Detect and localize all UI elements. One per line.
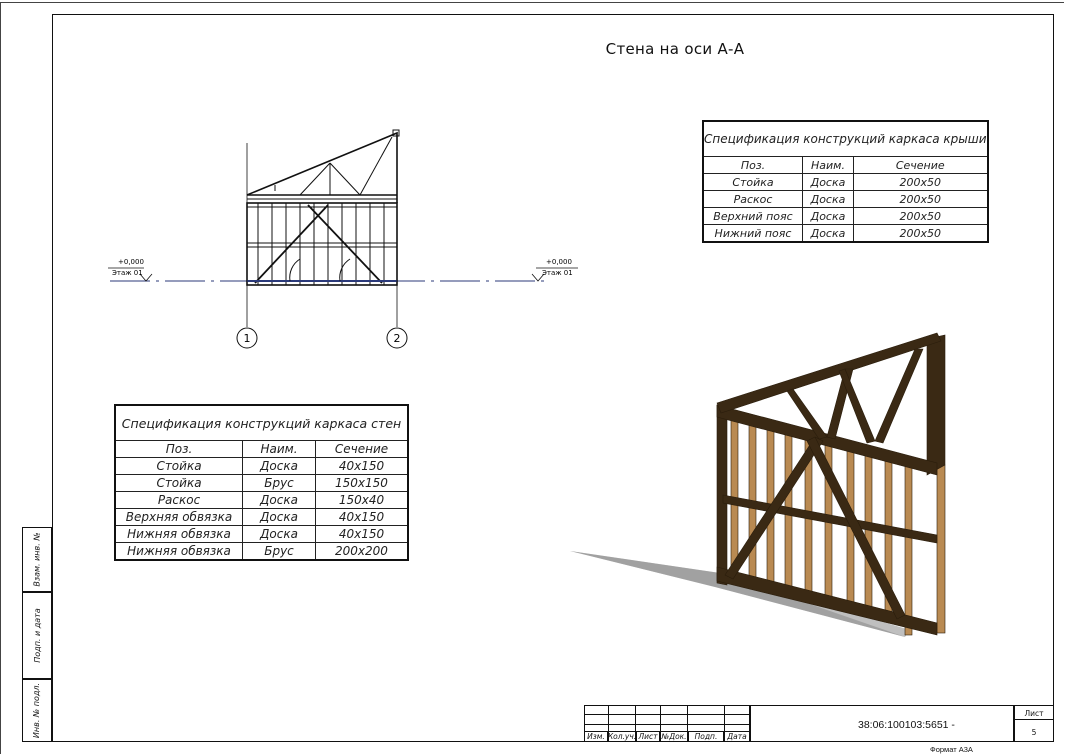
grid-axis-bubble xyxy=(236,327,258,349)
sheet-number: 5 xyxy=(1031,727,1037,737)
table-cell: Стойка xyxy=(114,457,243,475)
table-cell: 200х50 xyxy=(852,224,989,243)
table-cell: Доска xyxy=(242,491,316,509)
table-cell: 40х150 xyxy=(315,508,409,526)
tb-col-label: №Док. xyxy=(660,731,688,742)
roof-spec-table: Спецификация конструкций каркаса крыши П… xyxy=(702,120,989,243)
title-block: Изм. Кол.уч. Лист №Док. Подп. Дата Лист … xyxy=(584,705,1054,742)
grid-axis-label: 2 xyxy=(394,332,401,345)
wall-spec-table: Спецификация конструкций каркаса стен По… xyxy=(114,404,409,561)
wall-frame-3d-view xyxy=(570,332,946,637)
table-cell: 150х40 xyxy=(315,491,409,509)
table-cell: Доска xyxy=(802,173,854,191)
table-cell: Стойка xyxy=(114,474,243,492)
table-header: Поз. xyxy=(114,440,243,458)
table-row: Нижняя обвязка Доска 40х150 xyxy=(114,525,409,543)
table-cell: Доска xyxy=(242,457,316,475)
table-header: Наим. xyxy=(242,440,316,458)
level-value-left: +0,000 xyxy=(118,258,144,266)
level-name-right: Этаж 01 xyxy=(542,269,573,277)
stamp-cell xyxy=(22,592,52,679)
table-row: Нижняя обвязка Брус 200х200 xyxy=(114,542,409,561)
table-cell: Верхний пояс xyxy=(702,207,803,225)
table-cell: Брус xyxy=(242,474,316,492)
table-header: Сечение xyxy=(852,156,989,174)
stamp-label: Инв. № подл. xyxy=(32,682,42,739)
table-header: Поз. xyxy=(702,156,803,174)
table-cell: 200х50 xyxy=(852,207,989,225)
table-cell: 200х50 xyxy=(852,173,989,191)
table-row: Раскос Доска 200х50 xyxy=(702,190,989,208)
table-cell: Раскос xyxy=(702,190,803,208)
document-code: 38:06:100103:5651 - xyxy=(858,719,955,731)
stamp-label: Взам. инв. № xyxy=(32,532,42,587)
stamp-cell xyxy=(22,679,52,742)
table-row: Нижний пояс Доска 200х50 xyxy=(702,224,989,243)
tb-col-label: Кол.уч. xyxy=(607,731,637,742)
level-value-right: +0,000 xyxy=(546,258,572,266)
tb-col-label: Подп. xyxy=(688,731,724,742)
table-cell: Доска xyxy=(802,224,854,243)
table-cell: Доска xyxy=(242,508,316,526)
tb-col-label: Лист xyxy=(636,731,660,742)
table-row: Стойка Доска 200х50 xyxy=(702,173,989,191)
roof-spec-title: Спецификация конструкций каркаса крыши xyxy=(702,120,989,157)
tb-col-label: Изм. xyxy=(584,731,608,742)
table-cell: 40х150 xyxy=(315,525,409,543)
grid-axis-bubble xyxy=(386,327,408,349)
table-cell: Доска xyxy=(802,190,854,208)
wall-frame-outline xyxy=(246,202,398,286)
sheet-label: Лист xyxy=(1024,708,1044,718)
table-header: Наим. xyxy=(802,156,854,174)
table-cell: 150х150 xyxy=(315,474,409,492)
table-cell: Брус xyxy=(242,542,316,561)
table-cell: 200х200 xyxy=(315,542,409,561)
table-row: Раскос Доска 150х40 xyxy=(114,491,409,509)
table-cell: Верхняя обвязка xyxy=(114,508,243,526)
table-cell: Раскос xyxy=(114,491,243,509)
format-label: Формат А3А xyxy=(930,745,973,754)
title-field xyxy=(750,705,1014,742)
stamp-cell xyxy=(22,527,52,592)
sheet-number-field xyxy=(1014,705,1054,742)
table-row: Верхний пояс Доска 200х50 xyxy=(702,207,989,225)
table-cell: Доска xyxy=(802,207,854,225)
drawing-frame xyxy=(52,14,1054,742)
stamp-label: Подп. и дата xyxy=(32,608,42,663)
table-header: Сечение xyxy=(315,440,409,458)
wall-elevation-drawing: 1 2 +0,000 Этаж 01 +0,000 Этаж 01 xyxy=(108,129,578,349)
level-name-left: Этаж 01 xyxy=(112,269,143,277)
table-cell: Нижняя обвязка xyxy=(114,542,243,561)
grid-axis-label: 1 xyxy=(244,332,251,345)
sheet-title: Стена на оси А-А xyxy=(605,40,745,58)
tb-col-label: Дата xyxy=(724,731,750,742)
wall-spec-title: Спецификация конструкций каркаса стен xyxy=(114,404,409,441)
table-row: Стойка Доска 40х150 xyxy=(114,457,409,475)
table-cell: Нижний пояс xyxy=(702,224,803,243)
table-row: Стойка Брус 150х150 xyxy=(114,474,409,492)
table-cell: Нижняя обвязка xyxy=(114,525,243,543)
table-cell: 200х50 xyxy=(852,190,989,208)
table-cell: Доска xyxy=(242,525,316,543)
table-row: Верхняя обвязка Доска 40х150 xyxy=(114,508,409,526)
table-cell: Стойка xyxy=(702,173,803,191)
table-cell: 40х150 xyxy=(315,457,409,475)
